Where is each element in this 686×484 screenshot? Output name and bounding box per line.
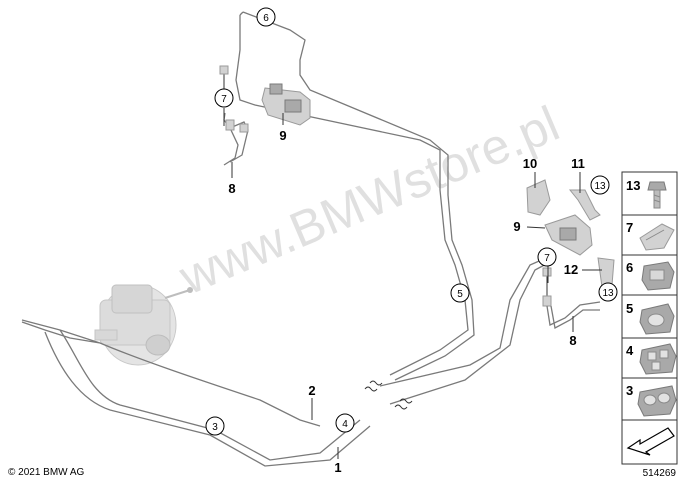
callout-7-right: 7 (537, 247, 557, 267)
arrow-icon (626, 427, 675, 456)
label-9-right: 9 (513, 219, 520, 234)
panel-label-13: 13 (626, 178, 640, 193)
callout-13-lower: 13 (598, 282, 618, 302)
panel-label-7: 7 (626, 220, 633, 235)
label-8-right: 8 (569, 333, 576, 348)
label-1: 1 (334, 460, 341, 475)
holder-3-icon (637, 385, 677, 417)
label-12: 12 (564, 262, 578, 277)
parts-panel: 13 7 6 5 4 3 (621, 171, 678, 465)
label-11: 11 (571, 156, 585, 171)
diagram-id: 514269 (643, 468, 677, 479)
svg-text:13: 13 (594, 181, 606, 192)
svg-text:5: 5 (457, 289, 463, 300)
callout-5: 5 (450, 283, 470, 303)
svg-text:3: 3 (212, 422, 218, 433)
brake-lines-lower (21, 257, 551, 467)
clip-7-icon (639, 223, 675, 251)
copyright-text: © 2021 BMW AG (8, 467, 85, 478)
svg-text:7: 7 (544, 253, 550, 264)
svg-text:6: 6 (263, 13, 269, 24)
bracket-9-upper (261, 83, 311, 126)
svg-text:13: 13 (602, 288, 614, 299)
label-8-upper: 8 (228, 181, 235, 196)
right-assembly (526, 179, 615, 329)
brake-line-upper-loop (235, 11, 475, 381)
callout-6: 6 (256, 7, 276, 27)
panel-label-6: 6 (626, 260, 633, 275)
callout-3: 3 (205, 416, 225, 436)
label-2: 2 (308, 383, 315, 398)
holder-4-icon (639, 343, 677, 375)
panel-label-5: 5 (626, 301, 633, 316)
label-10: 10 (523, 156, 537, 171)
callout-4: 4 (335, 413, 355, 433)
brake-booster-illustration (94, 284, 193, 366)
callout-13-upper: 13 (590, 175, 610, 195)
panel-label-3: 3 (626, 383, 633, 398)
bolt-icon (647, 181, 667, 209)
callout-7-upper: 7 (214, 88, 234, 108)
svg-text:7: 7 (221, 94, 227, 105)
holder-6-icon (641, 261, 675, 291)
panel-label-4: 4 (626, 343, 634, 358)
panel-cell-13[interactable] (621, 171, 678, 216)
leader-lines (223, 108, 602, 459)
label-9-upper: 9 (279, 128, 286, 143)
svg-text:4: 4 (342, 419, 348, 430)
holder-5-icon (639, 303, 675, 335)
